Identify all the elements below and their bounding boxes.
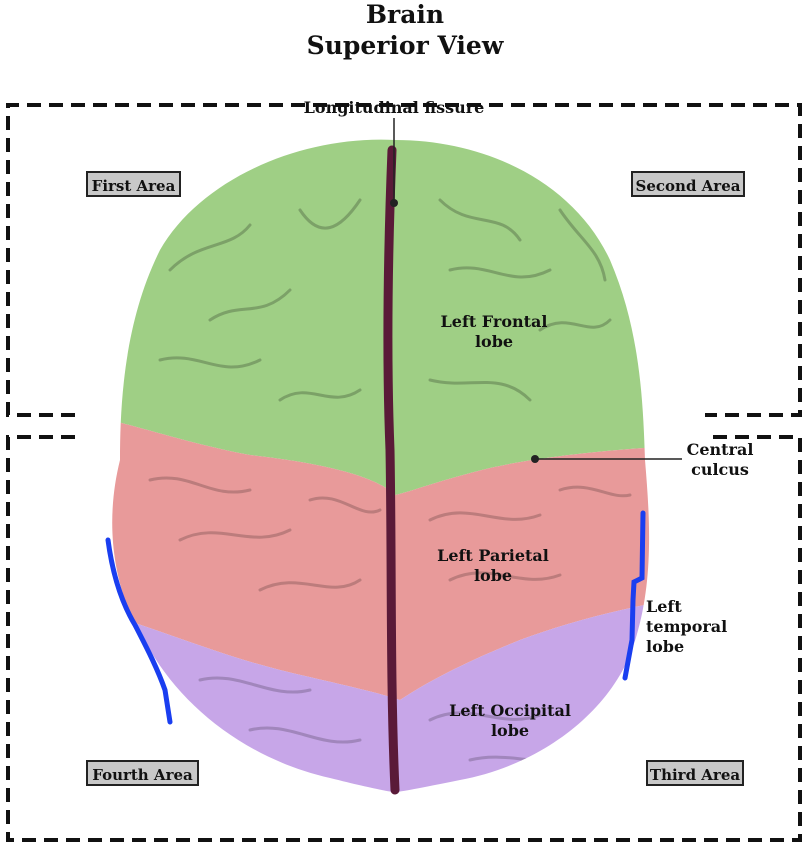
- parietal-lobe-label-line2: lobe: [473, 566, 513, 585]
- parietal-lobe-label-line1: Left Parietal: [437, 546, 549, 565]
- second-area-box: Second Area: [631, 171, 745, 197]
- parietal-lobe: [112, 420, 650, 700]
- central-sulcus-pointer-dot: [531, 455, 539, 463]
- central-sulcus-label-line2: culcus: [691, 460, 749, 479]
- temporal-marker-right: [622, 510, 646, 681]
- fissure-label: Longitudinal fissure: [303, 98, 485, 117]
- central-sulcus-label-line1: Central: [686, 440, 754, 459]
- temporal-lobe-label-line2: temporal: [646, 617, 728, 636]
- frontal-lobe-label-line1: Left Frontal: [440, 312, 548, 331]
- parietal-lobe-label: Left Parietal lobe: [408, 546, 578, 586]
- third-area-box: Third Area: [646, 760, 744, 786]
- occipital-lobe-label-line1: Left Occipital: [449, 701, 571, 720]
- frontal-lobe: [112, 139, 650, 495]
- lower-area-outline: [6, 435, 802, 842]
- upper-area-outline: [6, 103, 802, 417]
- frontal-lobe-label: Left Frontal lobe: [414, 312, 574, 352]
- first-area-box: First Area: [86, 171, 181, 197]
- central-sulcus-label: Central culcus: [670, 440, 770, 480]
- diagram-subtitle: Superior View: [306, 31, 504, 60]
- fissure-pointer-dot: [390, 199, 398, 207]
- longitudinal-fissure: [383, 145, 400, 795]
- occipital-lobe-label-line2: lobe: [490, 721, 530, 740]
- frontal-lobe-label-line2: lobe: [474, 332, 514, 351]
- occipital-lobe-label: Left Occipital lobe: [420, 701, 600, 741]
- fourth-area-box: Fourth Area: [86, 760, 199, 786]
- temporal-lobe-label: Left temporal lobe: [646, 597, 736, 657]
- diagram-title: Brain: [365, 0, 445, 29]
- temporal-lobe-label-line3: lobe: [646, 637, 685, 656]
- temporal-marker-left: [105, 537, 173, 725]
- temporal-lobe-label-line1: Left: [646, 597, 682, 616]
